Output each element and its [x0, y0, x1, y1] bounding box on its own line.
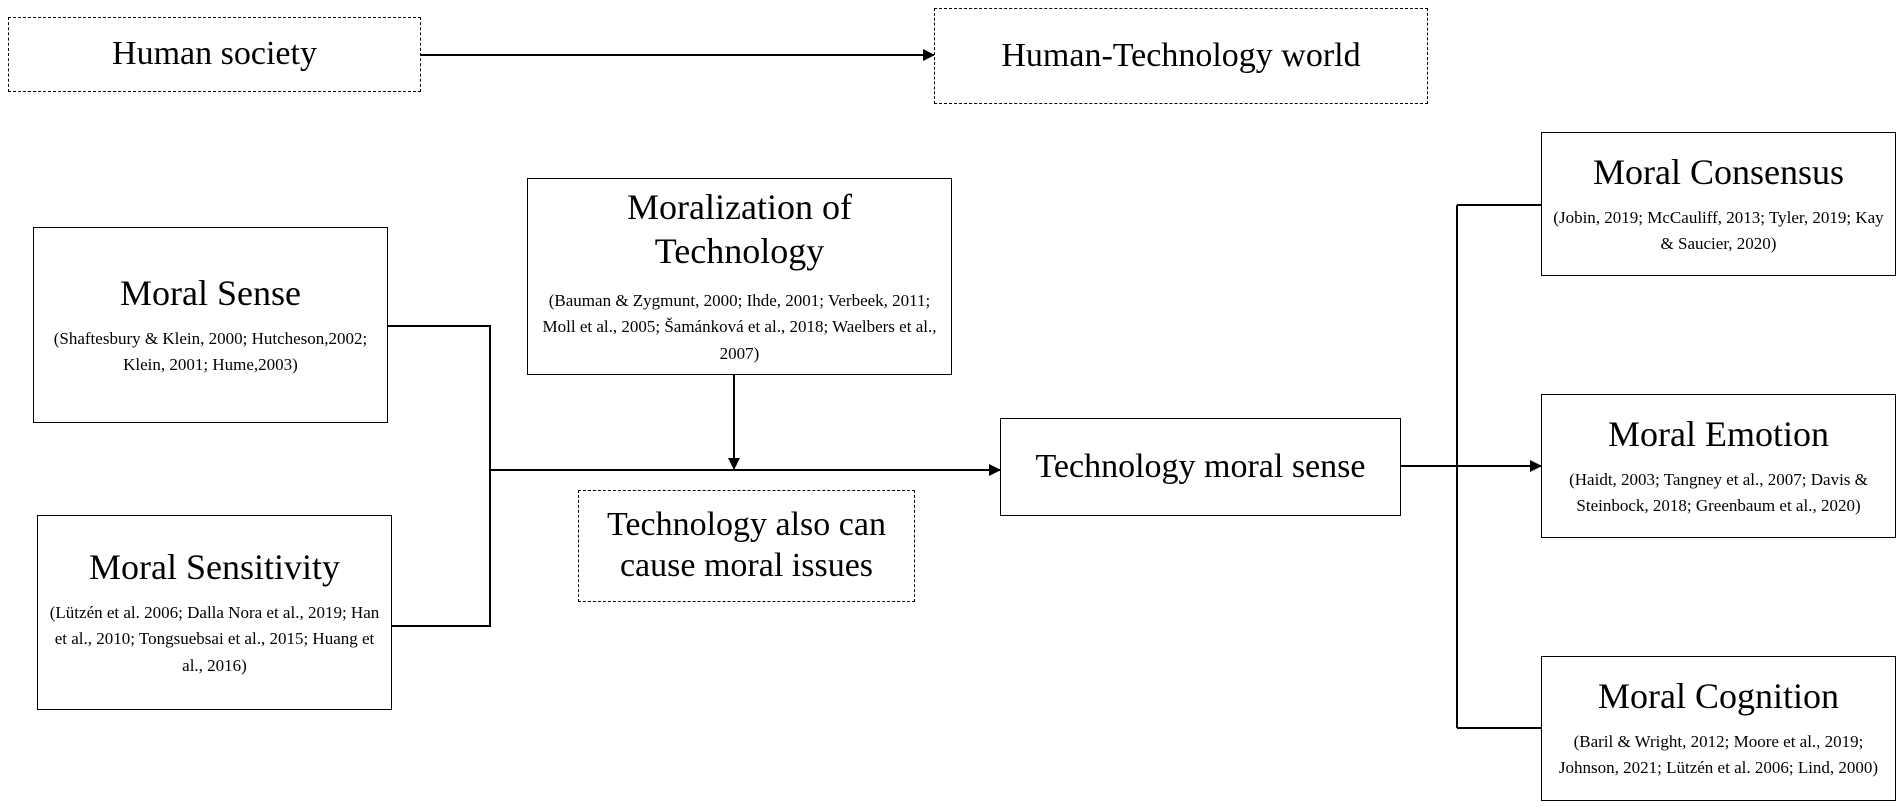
moral-sense-title: Moral Sense	[120, 272, 301, 313]
moral-cognition-title: Moral Cognition	[1598, 676, 1839, 717]
moral-sensitivity-box: Moral Sensitivity (Lützén et al. 2006; D…	[37, 515, 392, 710]
technology-moral-sense-box: Technology moral sense	[1000, 418, 1401, 516]
moral-emotion-title: Moral Emotion	[1608, 413, 1829, 454]
moral-consensus-citation: (Jobin, 2019; McCauliff, 2013; Tyler, 20…	[1553, 207, 1884, 253]
moral-sensitivity-citation: (Lützén et al. 2006; Dalla Nora et al., …	[49, 602, 380, 675]
moralization-citation: (Bauman & Zygmunt, 2000; Ihde, 2001; Ver…	[542, 290, 937, 363]
moral-emotion-citation: (Haidt, 2003; Tangney et al., 2007; Davi…	[1569, 469, 1868, 515]
moralization-title: Moralization of Technology	[627, 187, 852, 271]
moral-consensus-box: Moral Consensus (Jobin, 2019; McCauliff,…	[1541, 132, 1896, 276]
technology-moral-sense-label: Technology moral sense	[1035, 447, 1366, 485]
moralization-box: Moralization of Technology (Bauman & Zyg…	[527, 178, 952, 375]
moral-issues-label: Technology also can cause moral issues	[607, 506, 886, 584]
moral-sense-box: Moral Sense (Shaftesbury & Klein, 2000; …	[33, 227, 388, 423]
human-society-box: Human society	[8, 17, 421, 92]
moral-cognition-citation: (Baril & Wright, 2012; Moore et al., 201…	[1558, 732, 1879, 778]
moral-sensitivity-title: Moral Sensitivity	[89, 547, 340, 588]
human-technology-world-box: Human-Technology world	[934, 8, 1428, 104]
bracket-left	[388, 325, 491, 627]
moral-cognition-box: Moral Cognition (Baril & Wright, 2012; M…	[1541, 656, 1896, 801]
moral-sense-citation: (Shaftesbury & Klein, 2000; Hutcheson,20…	[53, 328, 368, 374]
human-technology-world-label: Human-Technology world	[1001, 36, 1361, 74]
moral-issues-box: Technology also can cause moral issues	[578, 490, 915, 602]
moral-emotion-box: Moral Emotion (Haidt, 2003; Tangney et a…	[1541, 394, 1896, 538]
human-society-label: Human society	[112, 35, 317, 73]
moral-consensus-title: Moral Consensus	[1593, 151, 1844, 192]
